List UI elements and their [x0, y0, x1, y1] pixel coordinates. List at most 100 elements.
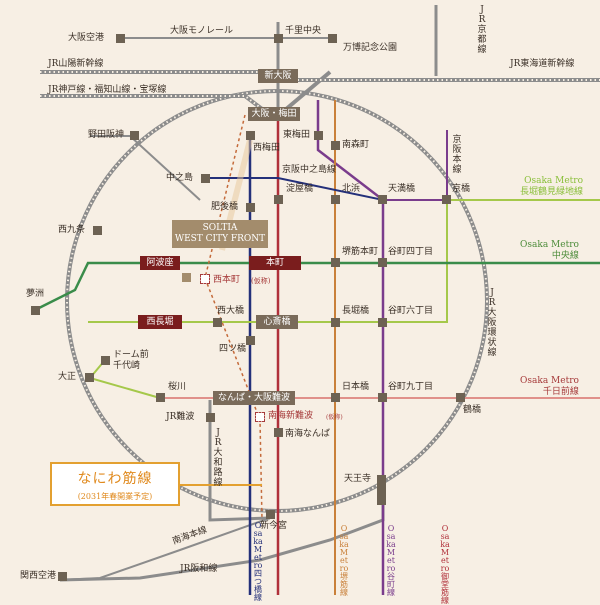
station-shin-imamiya: [266, 510, 275, 519]
station-nakanoshima: [201, 174, 210, 183]
label-keihan: 京阪本線: [452, 135, 462, 175]
station-minamimorimachi: [331, 141, 340, 150]
label-nagahoribashi: 長堀橋: [342, 306, 370, 316]
station-nishi-umeda: [246, 131, 255, 140]
label-sakaisuji-hommachi: 堺筋本町: [342, 247, 379, 257]
station-taisho: [85, 373, 94, 382]
chuo-line: [34, 261, 600, 312]
station-yodoyabashi: [274, 195, 283, 204]
station-higobashi: [246, 203, 255, 212]
label-shin-imamiya: 新今宮: [260, 521, 288, 531]
label-metro-sennichimae: Osaka Metro 千日前線: [520, 376, 579, 397]
station-nankai-shin-namba-marker: [255, 412, 265, 422]
label-jr-namba: JR難波: [166, 412, 195, 422]
station-shin-osaka: 新大阪: [258, 69, 298, 83]
station-sakaisuji-hommachi: [331, 258, 340, 267]
station-nagahoribashi: [331, 318, 340, 327]
property-marker: SOLTIA WEST CITY FRONT: [172, 220, 268, 248]
station-nankai-namba: [274, 428, 283, 437]
label-nankai-shin-namba-note: (仮称): [326, 414, 343, 421]
label-tanimachi4: 谷町四丁目: [388, 247, 434, 257]
station-osaka-umeda: 大阪・梅田: [248, 107, 300, 121]
label-minamimorimachi: 南森町: [342, 140, 370, 150]
label-nankai-namba: 南海なんば: [285, 429, 331, 439]
label-metro-chuo: Osaka Metro 中央線: [520, 240, 579, 261]
station-nishihommachi-marker: [200, 274, 210, 284]
label-yotsubashi: 四ツ橋: [219, 344, 247, 354]
label-dome-mae: ドーム前 千代崎: [113, 350, 149, 371]
station-nishikujo: [93, 226, 102, 235]
station-nishinagahori: 西長堀: [138, 315, 182, 329]
label-nishiohashi: 西大橋: [217, 306, 245, 316]
label-taisho: 大正: [58, 372, 77, 382]
label-jr-kyoto: JR京都線: [477, 5, 487, 55]
station-nodahanshin: [130, 131, 139, 140]
station-dome-mae: [101, 356, 110, 365]
station-tanimachi4: [378, 258, 387, 267]
label-kyobashi: 京橋: [452, 184, 471, 194]
label-yodoyabashi: 淀屋橋: [286, 184, 314, 194]
label-jr-yamatoji: JR大和路線: [213, 428, 223, 488]
station-shinsaibashi: 心斎橋: [256, 315, 298, 329]
station-banpaku: [328, 34, 337, 43]
station-higashi-umeda: [314, 131, 323, 140]
label-tenmabashi: 天満橋: [388, 184, 416, 194]
label-osaka-monorail: 大阪モノレール: [170, 26, 234, 36]
label-higashi-umeda: 東梅田: [283, 130, 311, 140]
nankai-line: [59, 517, 271, 581]
label-osaka-chuo-line: 京阪中之島線: [282, 165, 337, 175]
station-osaka-airport: [116, 34, 125, 43]
label-nishikujo: 西九条: [58, 225, 86, 235]
naniwa-title: なにわ筋線: [77, 471, 153, 487]
station-jr-namba: [206, 413, 215, 422]
naniwa-note: (2031年春開業予定): [77, 492, 153, 501]
label-senri-chuo: 千里中央: [285, 26, 322, 36]
label-nipponbashi: 日本橋: [342, 382, 370, 392]
label-tanimachi6: 谷町六丁目: [388, 306, 434, 316]
label-tennoji: 天王寺: [344, 474, 372, 484]
station-namba: なんば・大阪難波: [213, 391, 295, 405]
label-nishihommachi: 西本町: [213, 275, 241, 285]
station-tsuruhashi: [456, 393, 465, 402]
station-senri-chuo: [274, 34, 283, 43]
station-tanimachi6: [378, 318, 387, 327]
station-yumeshima: [31, 306, 40, 315]
station-awaza: 阿波座: [140, 256, 180, 270]
label-jr-sanyo: JR山陽新幹線: [48, 59, 104, 69]
station-yotsubashi: [246, 336, 255, 345]
station-kitahama: [331, 195, 340, 204]
label-banpaku: 万博記念公園: [343, 43, 398, 53]
label-jr-loop: JR大阪環状線: [487, 288, 497, 358]
label-yumeshima: 夢洲: [26, 289, 45, 299]
naniwa-line-callout: なにわ筋線 (2031年春開業予定): [50, 462, 180, 506]
station-awaza-sq: [182, 273, 191, 282]
label-osaka-airport: 大阪空港: [68, 33, 105, 43]
station-sakuragawa: [156, 393, 165, 402]
label-metro-yotsubashi: Osaka Metro四つ橋線: [253, 521, 263, 602]
station-tenmabashi: [378, 195, 387, 204]
station-kansai-airport: [58, 572, 67, 581]
label-nishi-umeda: 西梅田: [253, 143, 281, 153]
label-higobashi: 肥後橋: [211, 202, 239, 212]
label-nishihommachi-note: (仮称): [251, 277, 271, 285]
station-nishiohashi: [213, 318, 222, 327]
label-tanimachi9: 谷町九丁目: [388, 382, 434, 392]
station-tanimachi9: [378, 393, 387, 402]
label-tsuruhashi: 鶴橋: [463, 405, 482, 415]
label-nankai-shin-namba: 南海新難波: [268, 411, 314, 421]
label-sakuragawa: 桜川: [168, 382, 187, 392]
label-metro-sakaisuji: Osaka Metro堺筋線: [339, 524, 349, 597]
label-jr-kobe: JR神戸線・福知山線・宝塚線: [48, 85, 167, 95]
station-nipponbashi: [331, 393, 340, 402]
tennoji-marker: [377, 475, 386, 505]
label-metro-nagahori: Osaka Metro 長堀鶴見緑地線: [520, 176, 584, 197]
label-nakanoshima: 中之島: [166, 173, 194, 183]
label-metro-midosuji: Osaka Metro御堂筋線: [440, 524, 450, 605]
label-jr-hanwa: JR阪和線: [180, 564, 218, 574]
label-jr-tokaido: JR東海道新幹線: [510, 59, 575, 69]
station-kyobashi: [442, 195, 451, 204]
station-hommachi: 本町: [249, 256, 301, 270]
label-kansai-airport: 関西空港: [20, 571, 57, 581]
label-kitahama: 北浜: [342, 184, 361, 194]
label-nodahanshin: 野田阪神: [88, 130, 125, 140]
